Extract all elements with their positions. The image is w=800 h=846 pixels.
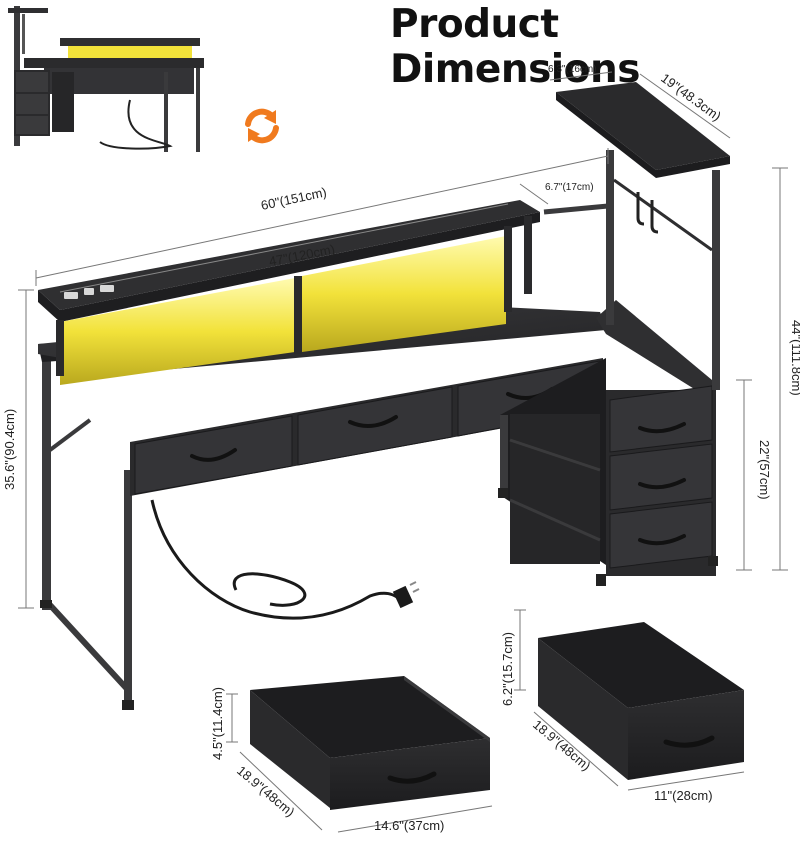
- desk-width-label: 60"(151cm): [260, 184, 328, 213]
- cabinet-height-label: 22"(57cm): [757, 440, 772, 500]
- power-plug-icon: [392, 581, 420, 609]
- main-desk: [38, 82, 730, 710]
- small-drawer: [250, 676, 490, 810]
- dimension-lines: [18, 71, 788, 833]
- total-height-label: 44"(111.8cm): [789, 320, 800, 396]
- desk-height-label: 35.6"(90.4cm): [2, 409, 17, 490]
- rotate-icon: [245, 108, 279, 144]
- large-drawer: [538, 622, 744, 780]
- large-drawer-height-label: 6.2"(15.7cm): [500, 632, 515, 706]
- small-drawer-height-label: 4.5"(11.4cm): [210, 687, 225, 760]
- monitor-gap-label: 6.7"(17cm): [545, 182, 594, 193]
- desk-thumbnail: [8, 6, 204, 152]
- shelf-depth-label: 6.3"(16cm): [548, 64, 597, 75]
- small-drawer-width-label: 14.6"(37cm): [374, 818, 444, 833]
- large-drawer-width-label: 11"(28cm): [654, 788, 713, 803]
- power-cord: [150, 499, 402, 620]
- page-title: Product Dimensions: [390, 2, 640, 92]
